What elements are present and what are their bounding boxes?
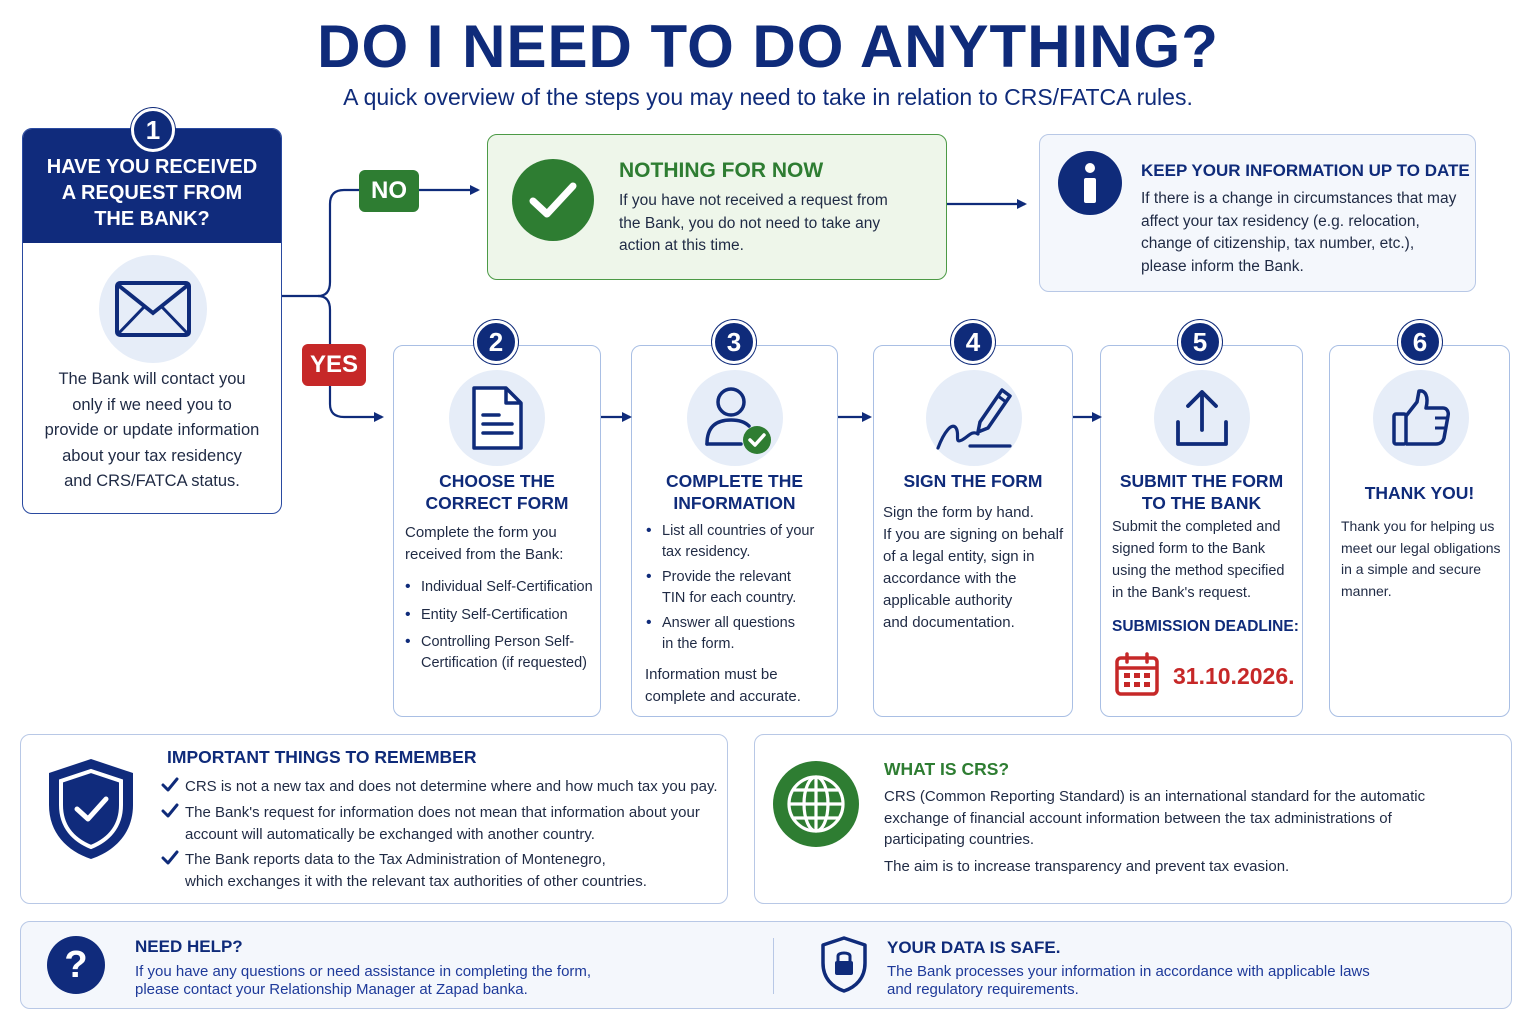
user-check-icon [687,370,783,466]
envelope-icon [99,255,207,363]
step-4-text: Sign the form by hand. If you are signin… [883,504,1064,631]
step-6-title: THANK YOU! [1364,483,1475,503]
what-is-crs-panel: WHAT IS CRS? CRS (Common Reporting Stand… [754,734,1512,904]
step-6-text: Thank you for helping us meet our legal … [1341,518,1501,599]
remember-item: The Bank's request for information does … [161,802,721,845]
page-title: DO I NEED TO DO ANYTHING? [317,13,1219,80]
remember-panel: IMPORTANT THINGS TO REMEMBER CRS is not … [20,734,728,904]
list-item: Individual Self-Certification [405,577,601,598]
shield-check-icon [45,755,137,868]
thumbs-up-icon [1373,370,1469,466]
need-help-title: NEED HELP? [135,937,243,956]
step-5-text: Submit the completed and signed form to … [1112,519,1285,601]
step-1-card: HAVE YOU RECEIVED A REQUEST FROM THE BAN… [22,128,282,514]
pen-signature-icon [926,370,1022,466]
step-5-badge: 5 [1178,320,1222,364]
check-icon [161,850,179,865]
data-safe-title: YOUR DATA IS SAFE. [887,938,1061,957]
branch-yes-tag: YES [302,344,366,386]
upload-icon [1154,370,1250,466]
what-is-crs-text: CRS (Common Reporting Standard) is an in… [884,788,1426,848]
list-item: Controlling Person Self-Certification (i… [405,632,601,673]
keep-info-title: KEEP YOUR INFORMATION UP TO DATE [1141,161,1470,180]
keep-info-card: KEEP YOUR INFORMATION UP TO DATE If ther… [1039,134,1476,292]
nothing-for-now-title: NOTHING FOR NOW [619,159,824,182]
check-circle-icon [512,159,594,241]
step-4-title: SIGN THE FORM [903,471,1043,491]
what-is-crs-aim: The aim is to increase transparency and … [884,858,1290,875]
list-item: Entity Self-Certification [405,605,601,626]
nothing-for-now-text: If you have not received a request from … [619,192,888,254]
what-is-crs-title: WHAT IS CRS? [884,759,1010,779]
step-2-badge: 2 [474,320,518,364]
step-4-badge: 4 [951,320,995,364]
page-subtitle: A quick overview of the steps you may ne… [343,84,1193,110]
step-1-badge: 1 [131,108,175,152]
help-divider [773,938,774,994]
step-6-card: THANK YOU! Thank you for helping us meet… [1329,345,1510,717]
step-1-description: The Bank will contact you only if we nee… [44,370,260,490]
deadline-label: SUBMISSION DEADLINE: [1112,618,1299,635]
help-bar: ? NEED HELP? If you have any questions o… [20,921,1512,1009]
info-icon [1058,151,1122,215]
shield-lock-icon [819,935,869,998]
step-6-badge: 6 [1398,320,1442,364]
question-icon: ? [47,936,105,994]
remember-item: CRS is not a new tax and does not determ… [161,776,721,798]
remember-title: IMPORTANT THINGS TO REMEMBER [167,747,477,767]
deadline-date: 31.10.2026. [1173,663,1295,689]
check-icon [161,803,179,818]
branch-no-tag: NO [359,170,419,212]
globe-icon [773,761,859,847]
check-icon [161,777,179,792]
calendar-icon [1114,651,1160,702]
need-help-text: If you have any questions or need assist… [135,963,592,998]
document-icon [449,370,545,466]
form-type-list: Individual Self-Certification Entity Sel… [405,577,601,673]
remember-item: The Bank reports data to the Tax Adminis… [161,849,721,892]
keep-info-text: If there is a change in circumstances th… [1141,190,1457,275]
data-safe-text: The Bank processes your information in a… [887,963,1370,998]
step-4-card: SIGN THE FORM Sign the form by hand. If … [873,345,1073,717]
nothing-for-now-card: NOTHING FOR NOW If you have not received… [487,134,947,280]
step-3-badge: 3 [712,320,756,364]
